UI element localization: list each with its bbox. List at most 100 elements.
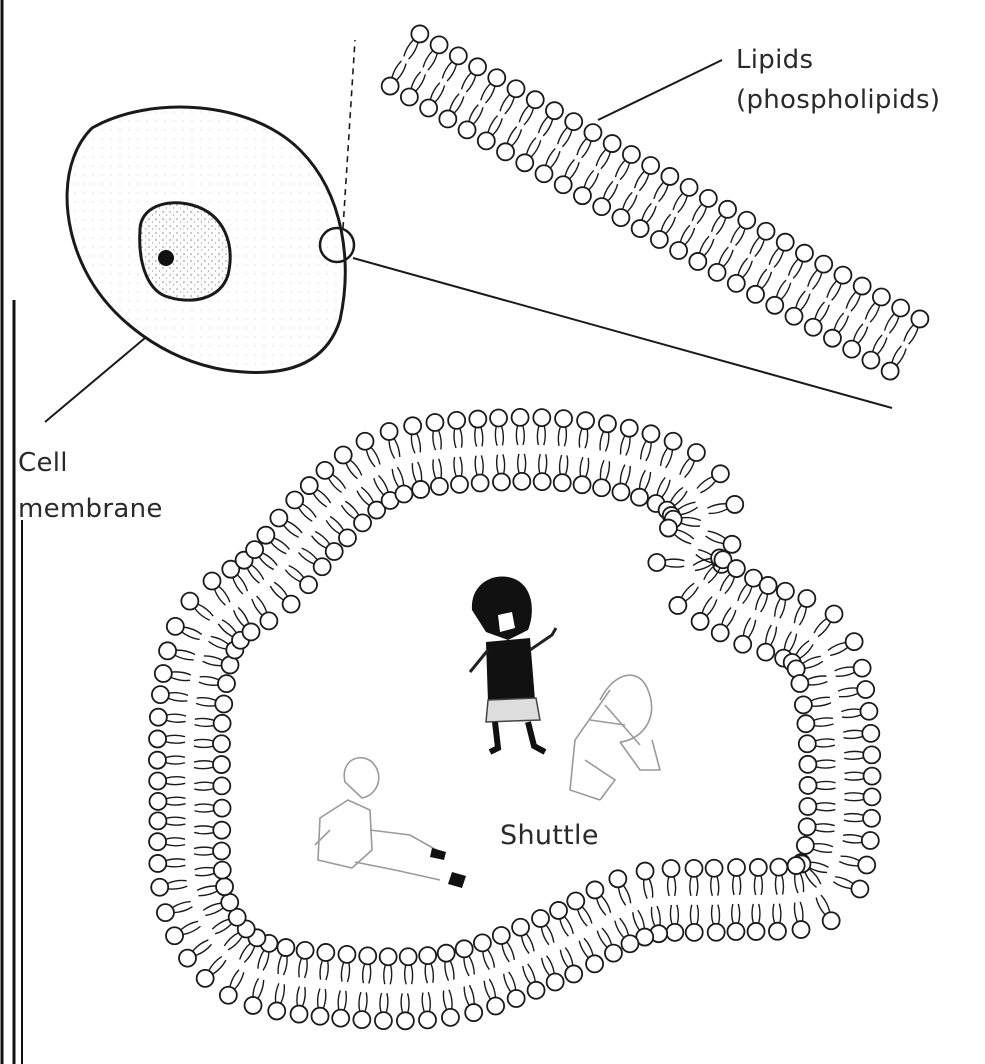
- lipid-tail: [808, 676, 827, 679]
- lipid-tail: [812, 273, 821, 290]
- lipid-tail: [835, 877, 853, 884]
- lipid-tail: [817, 781, 836, 782]
- lipid-tail: [502, 944, 509, 962]
- lipid-tail: [166, 756, 185, 757]
- lipid-tail: [489, 979, 495, 997]
- lipid-tail: [460, 457, 462, 476]
- lipid-tail: [782, 876, 784, 895]
- lipid-head: [532, 910, 549, 927]
- lipid-head: [555, 176, 572, 193]
- lipid-tail: [873, 335, 882, 352]
- lipid-tail: [531, 140, 540, 157]
- lipid-tail: [447, 65, 456, 82]
- lipid-tail: [418, 462, 422, 481]
- lipid-tail: [725, 577, 735, 593]
- lipid-tail: [182, 632, 200, 639]
- lipid-tail: [430, 83, 439, 100]
- lipid-head: [149, 855, 166, 872]
- lipid-tail: [766, 625, 772, 643]
- lipid-tail: [551, 151, 560, 168]
- lipid-head: [218, 675, 235, 692]
- lipid-tail: [761, 876, 762, 895]
- lipid-head: [474, 934, 491, 951]
- lipid-tail: [469, 956, 474, 974]
- lipid-head: [459, 121, 476, 138]
- lipid-tail: [724, 250, 733, 267]
- lipid-tail: [194, 789, 213, 790]
- lipid-head: [609, 870, 626, 887]
- lipid-tail: [449, 990, 452, 1009]
- lipid-tail: [281, 984, 284, 1003]
- lipid-tail: [897, 349, 906, 366]
- lipid-head: [469, 58, 486, 75]
- lipid-head: [685, 860, 702, 877]
- lipid-head: [426, 414, 443, 431]
- lipid-head: [150, 793, 167, 810]
- lipid-tail: [195, 725, 214, 727]
- lipid-head: [512, 409, 529, 426]
- lipid-head: [535, 165, 552, 182]
- lipid-head: [419, 1011, 436, 1028]
- lipid-tail: [844, 751, 863, 752]
- lipid-tail: [835, 667, 854, 671]
- lipid-tail: [258, 951, 264, 969]
- lipid-head: [574, 187, 591, 204]
- lipid-head: [166, 927, 183, 944]
- lipid-head: [565, 965, 582, 982]
- lipid-tail: [788, 259, 797, 276]
- lipid-tail: [278, 955, 282, 974]
- lipid-head: [738, 212, 755, 229]
- lipid-tail: [738, 904, 739, 923]
- lipid-head: [586, 881, 603, 898]
- lipid-head: [268, 1002, 285, 1019]
- lipid-head: [339, 529, 356, 546]
- lipid-head: [769, 923, 786, 940]
- lipid-head: [757, 644, 774, 661]
- lipid-tail: [338, 990, 340, 1009]
- lipid-tail: [733, 876, 734, 895]
- lipid-tail: [682, 518, 701, 521]
- lipid-tail: [558, 427, 560, 446]
- lipid-tail: [450, 94, 459, 111]
- lipid-tail: [743, 618, 750, 636]
- lipid-head: [534, 473, 551, 490]
- lipid-tail: [657, 906, 660, 925]
- lipid-tail: [359, 992, 361, 1011]
- lipid-head: [799, 735, 816, 752]
- lipid-tail: [411, 965, 413, 984]
- lipid-tail: [184, 627, 202, 634]
- lipid-head: [508, 990, 525, 1007]
- lipid-tail: [194, 832, 213, 833]
- lipid-head: [651, 231, 668, 248]
- lipid-tail: [836, 672, 855, 676]
- lipid-tail: [620, 163, 629, 180]
- lipid-head: [843, 341, 860, 358]
- lipid-tail: [794, 903, 797, 922]
- lipid-tail: [404, 40, 413, 57]
- lipid-tail: [200, 677, 219, 680]
- lipid-tail: [696, 877, 697, 896]
- lipid-tail: [318, 989, 320, 1008]
- lipid-head: [439, 110, 456, 127]
- lipid-tail: [601, 896, 610, 913]
- lipid-tail: [771, 627, 777, 645]
- lipid-tail: [397, 467, 403, 485]
- lipid-tail: [299, 958, 302, 977]
- cell-label-line1: Cell: [18, 440, 163, 486]
- lipid-tail: [560, 455, 562, 474]
- lipid-head: [584, 124, 601, 141]
- lipid-head: [487, 998, 504, 1015]
- lipid-head: [213, 777, 230, 794]
- lipid-tail: [469, 985, 474, 1003]
- lipid-tail: [528, 964, 535, 981]
- lipid-tail: [405, 965, 407, 984]
- lipid-tail: [805, 661, 823, 668]
- lipid-tail: [445, 962, 449, 981]
- lipid-tail: [518, 454, 519, 473]
- lipid-tail: [604, 181, 613, 198]
- lipid-tail: [690, 905, 691, 924]
- lipid-tail: [619, 888, 626, 906]
- lipid-head: [770, 859, 787, 876]
- lipid-head: [277, 939, 294, 956]
- lipid-tail: [167, 714, 186, 716]
